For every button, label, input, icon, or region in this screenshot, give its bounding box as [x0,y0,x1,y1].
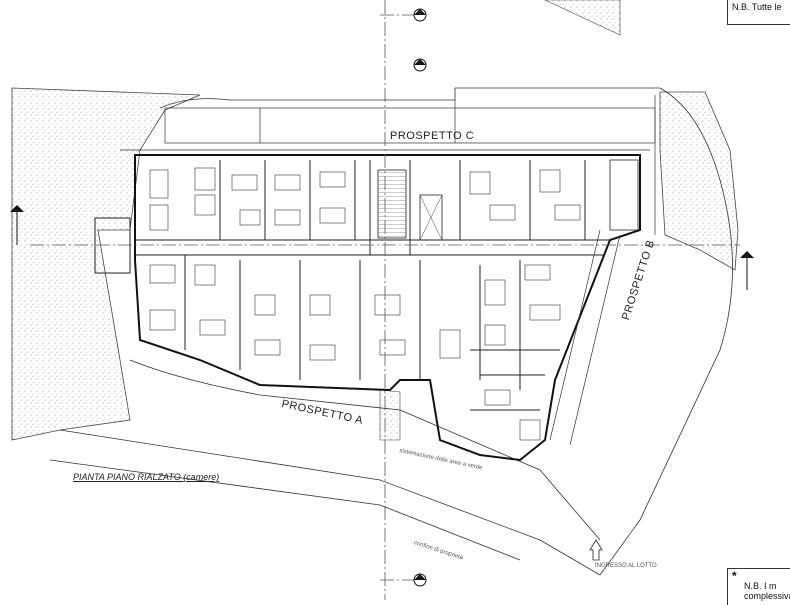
section-b-top-letter: B [417,9,422,16]
note-bottom-line2: complessiva [744,591,790,601]
note-bottom-line1: N.B. I m [744,581,777,591]
building-outline [134,154,641,462]
section-b-bottom-letter: B [417,574,422,581]
section-marker-a-left [10,205,24,245]
section-marker-a-right [740,251,754,290]
section-marker-b-bottom [413,573,427,587]
section-a-right-letter: A [744,253,749,260]
note-top-text: N.B. Tutte le [732,2,782,12]
stair-core [377,169,443,241]
note-box-bottom: * N.B. I m complessiva [727,568,790,605]
note-box-top: N.B. Tutte le [727,0,790,25]
section-lines [30,0,740,600]
section-marker-b-upper [413,58,427,72]
section-b-upper-letter: B [417,59,422,66]
section-marker-b-top [413,8,427,22]
hatched-ground-areas [11,0,739,441]
room-furniture [94,159,639,441]
entrance-arrow-icon [589,539,603,561]
interior-walls [135,160,610,411]
entrance-label: INGRESSO AL LOTTO [595,563,657,569]
prospetto-c-label: PROSPETTO C [390,130,475,142]
site-boundary [49,87,733,576]
section-a-left-letter: A [14,207,19,214]
note-asterisk: * [732,569,737,583]
floor-plan-title: PIANTA PIANO RIALZATO (camere) [73,472,220,482]
